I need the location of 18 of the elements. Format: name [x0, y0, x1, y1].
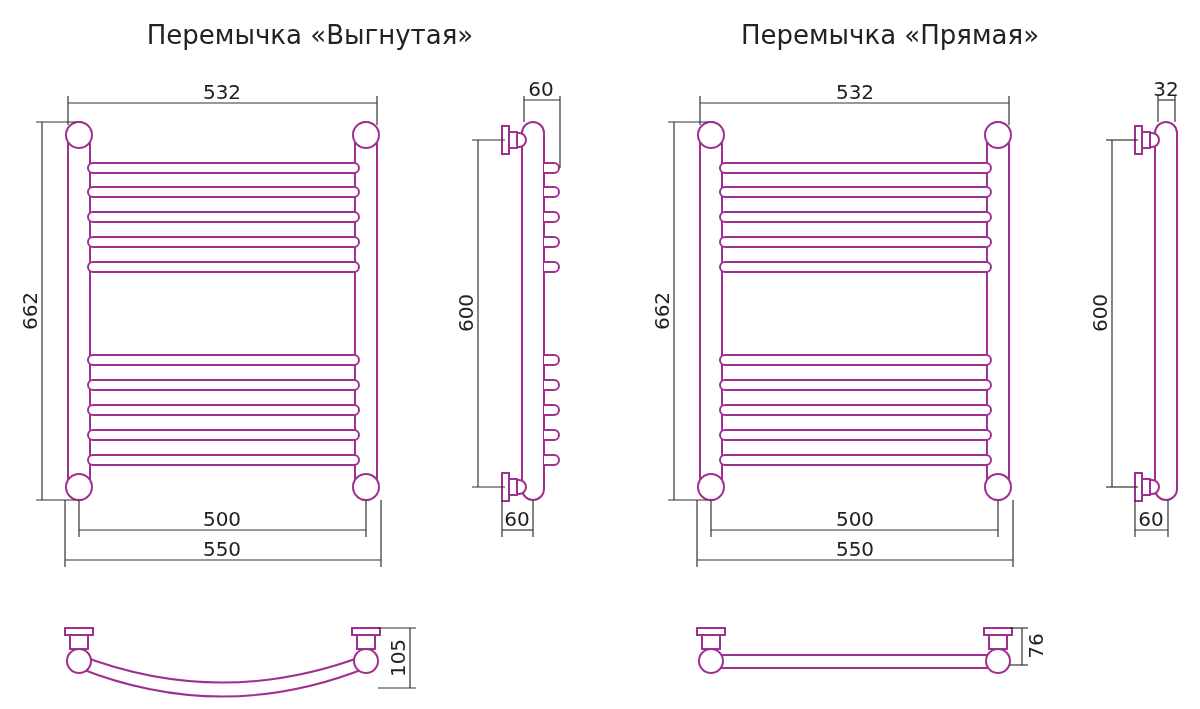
dimension-label: 105	[388, 638, 408, 678]
dimension-label: 32	[1153, 79, 1179, 99]
heading: Перемычка «Прямая»	[740, 22, 1040, 48]
dimension-label: 532	[835, 82, 875, 102]
dimension-label: 532	[202, 82, 242, 102]
dimension-label: 60	[528, 79, 554, 99]
heading: Перемычка «Выгнутая»	[146, 22, 474, 48]
dimension-label: 662	[652, 291, 672, 331]
dimension-label: 76	[1026, 633, 1046, 659]
dimension-label: 500	[835, 509, 875, 529]
dimension-label: 500	[202, 509, 242, 529]
dimension-label: 600	[1090, 293, 1110, 333]
dimension-label: 550	[202, 539, 242, 559]
dimension-label: 550	[835, 539, 875, 559]
dimension-label: 60	[1138, 509, 1164, 529]
dimension-label: 60	[504, 509, 530, 529]
dimension-label: 600	[456, 293, 476, 333]
dimension-label: 662	[20, 291, 40, 331]
